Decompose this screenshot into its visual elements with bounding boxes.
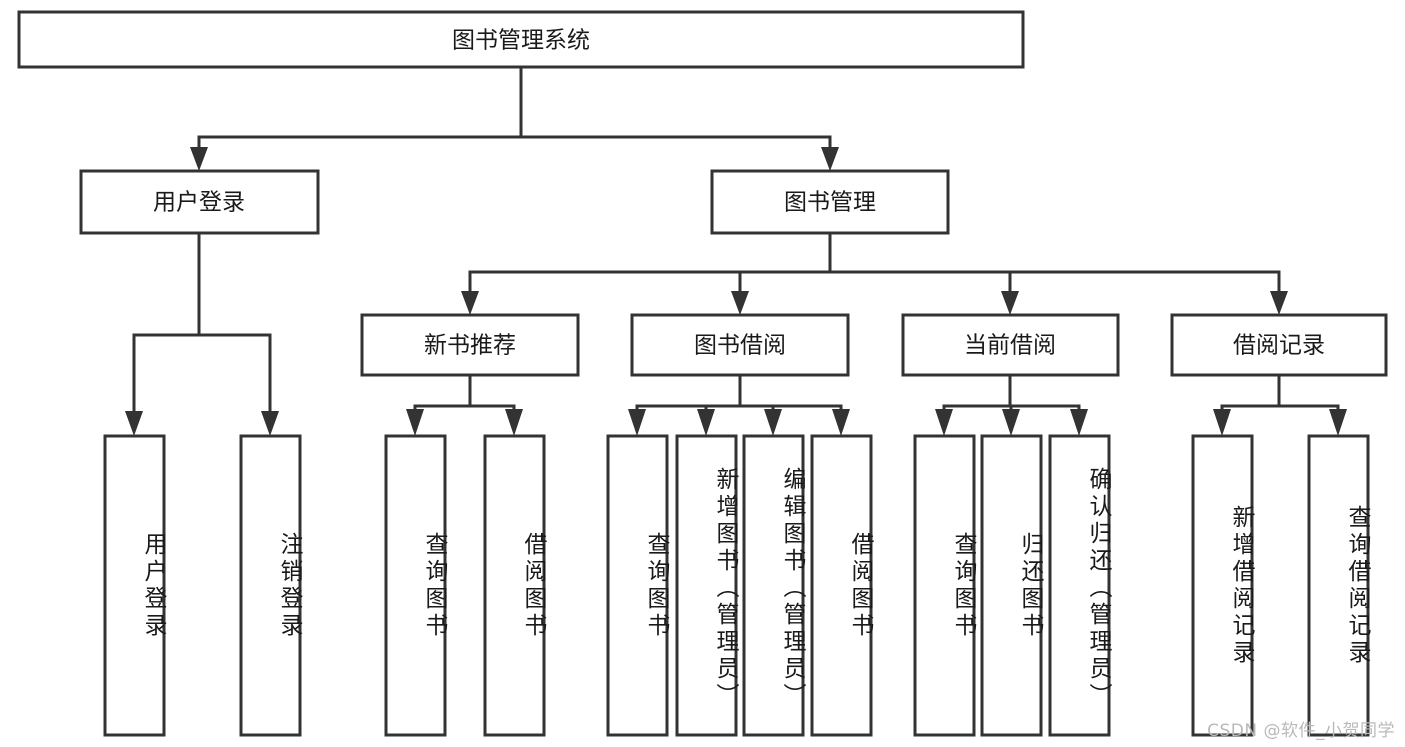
node-book-borrow-label: 图书借阅 [694, 333, 786, 359]
node-root-box[interactable] [17, 10, 1025, 69]
arrow-head-records-l1 [1213, 409, 1231, 436]
leaf-box-query-book-borrow[interactable] [606, 434, 669, 737]
node-current-borrow-label: 当前借阅 [964, 333, 1056, 359]
arrow-head-newbook [461, 291, 479, 315]
node-book-borrow-box[interactable] [630, 313, 850, 377]
arrow-head-current [1001, 291, 1019, 315]
connector-newbook-to-leaves [406, 373, 523, 436]
arrow-head-records [1270, 291, 1288, 315]
leaf-box-return-book[interactable] [980, 434, 1043, 737]
arrow-head-borrow-l4 [832, 409, 850, 436]
arrow-head-current-l2 [1002, 409, 1020, 436]
leaf-box-query-book-current[interactable] [913, 434, 976, 737]
connector-bookmgmt-to-level2 [461, 231, 1288, 315]
arrow-head-borrow-l1 [628, 409, 646, 436]
node-book-borrow[interactable]: 图书借阅 [630, 313, 850, 377]
node-root[interactable]: 图书管理系统 [17, 10, 1025, 69]
leaf-box-query-book-new[interactable] [384, 434, 447, 737]
arrow-head-records-l2 [1329, 409, 1347, 436]
node-user-login-label: 用户登录 [153, 190, 245, 216]
node-book-management-label: 图书管理 [784, 190, 876, 216]
watermark: CSDN @软件_小贺同学 [1207, 721, 1395, 741]
arrow-head-newbook-l1 [406, 409, 424, 436]
leaf-box-borrow-book-new[interactable] [483, 434, 546, 737]
connector-borrow-to-leaves [628, 373, 850, 436]
node-root-label: 图书管理系统 [452, 28, 590, 54]
node-current-borrow-box[interactable] [901, 313, 1120, 377]
node-borrow-records-label: 借阅记录 [1233, 333, 1325, 359]
node-borrow-records[interactable]: 借阅记录 [1170, 313, 1388, 377]
connector-records-to-leaves [1213, 373, 1347, 436]
arrow-head-userlogin [190, 147, 208, 171]
node-user-login[interactable]: 用户登录 [79, 169, 320, 235]
node-book-management-box[interactable] [710, 169, 950, 235]
node-book-management[interactable]: 图书管理 [710, 169, 950, 235]
arrow-head-newbook-l2 [505, 409, 523, 436]
leaf-box-borrow-book[interactable] [810, 434, 873, 737]
node-new-book-recommend-box[interactable] [360, 313, 580, 377]
node-current-borrow[interactable]: 当前借阅 [901, 313, 1120, 377]
arrow-head-borrow-l3 [764, 409, 782, 436]
node-new-book-recommend-label: 新书推荐 [424, 333, 516, 359]
arrow-head-userlogin-leaf2 [261, 411, 279, 436]
leaf-box-logout[interactable] [239, 434, 302, 737]
node-borrow-records-box[interactable] [1170, 313, 1388, 377]
arrow-head-bookmgmt [821, 147, 839, 171]
connector-userlogin-to-leaves [125, 231, 279, 436]
leaf-box-edit-book-admin[interactable] [742, 434, 805, 737]
arrow-head-current-l3 [1070, 409, 1088, 436]
arrow-head-borrow-l2 [697, 409, 715, 436]
node-user-login-box[interactable] [79, 169, 320, 235]
arrow-head-userlogin-leaf1 [125, 411, 143, 436]
leaf-box-user-login[interactable] [103, 434, 166, 737]
node-new-book-recommend[interactable]: 新书推荐 [360, 313, 580, 377]
arrow-head-current-l1 [935, 409, 953, 436]
connector-current-to-leaves [935, 373, 1088, 436]
leaf-box-add-borrow-record[interactable] [1191, 434, 1254, 737]
leaf-box-confirm-return-admin[interactable] [1048, 434, 1111, 737]
arrow-head-borrow [731, 291, 749, 315]
leaf-box-add-book-admin[interactable] [675, 434, 738, 737]
connector-root-to-level1 [190, 65, 839, 171]
leaf-box-query-borrow-record[interactable] [1307, 434, 1370, 737]
